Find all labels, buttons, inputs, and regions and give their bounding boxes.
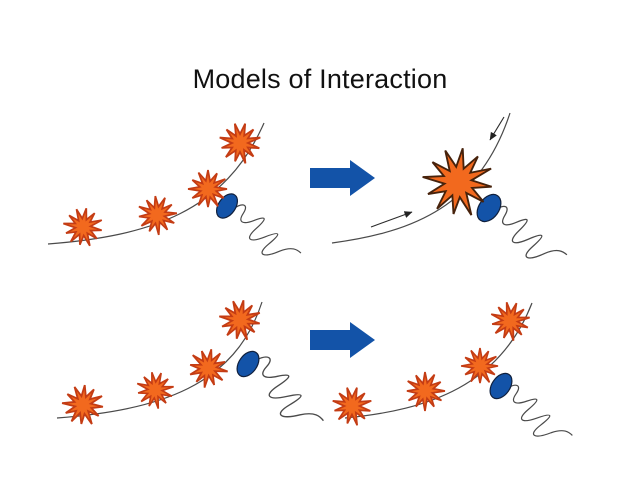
panel-bottom-left [56,295,332,440]
slide-title: Models of Interaction [192,64,448,94]
starburst-shape [213,117,266,168]
starburst-shape [484,295,536,346]
starburst-shape [59,203,106,249]
ellipse-shape [215,193,239,219]
curve-line [331,112,511,244]
panel-bottom-right [327,295,579,454]
panel-top-right [331,112,573,275]
panel-top-left [47,117,307,272]
starburst-shape [215,295,265,344]
annotation-arrow [370,211,413,228]
starburst-shape [327,381,377,430]
annotation-arrow [489,116,505,141]
ellipse-shape [489,372,513,400]
right-block-arrow [310,160,375,196]
right-block-arrow [310,322,375,358]
starburst-shape [59,382,106,427]
ellipse-shape [236,350,260,378]
starburst-shape [460,347,499,384]
starburst-shape [130,188,184,241]
starburst-shape [180,339,236,395]
